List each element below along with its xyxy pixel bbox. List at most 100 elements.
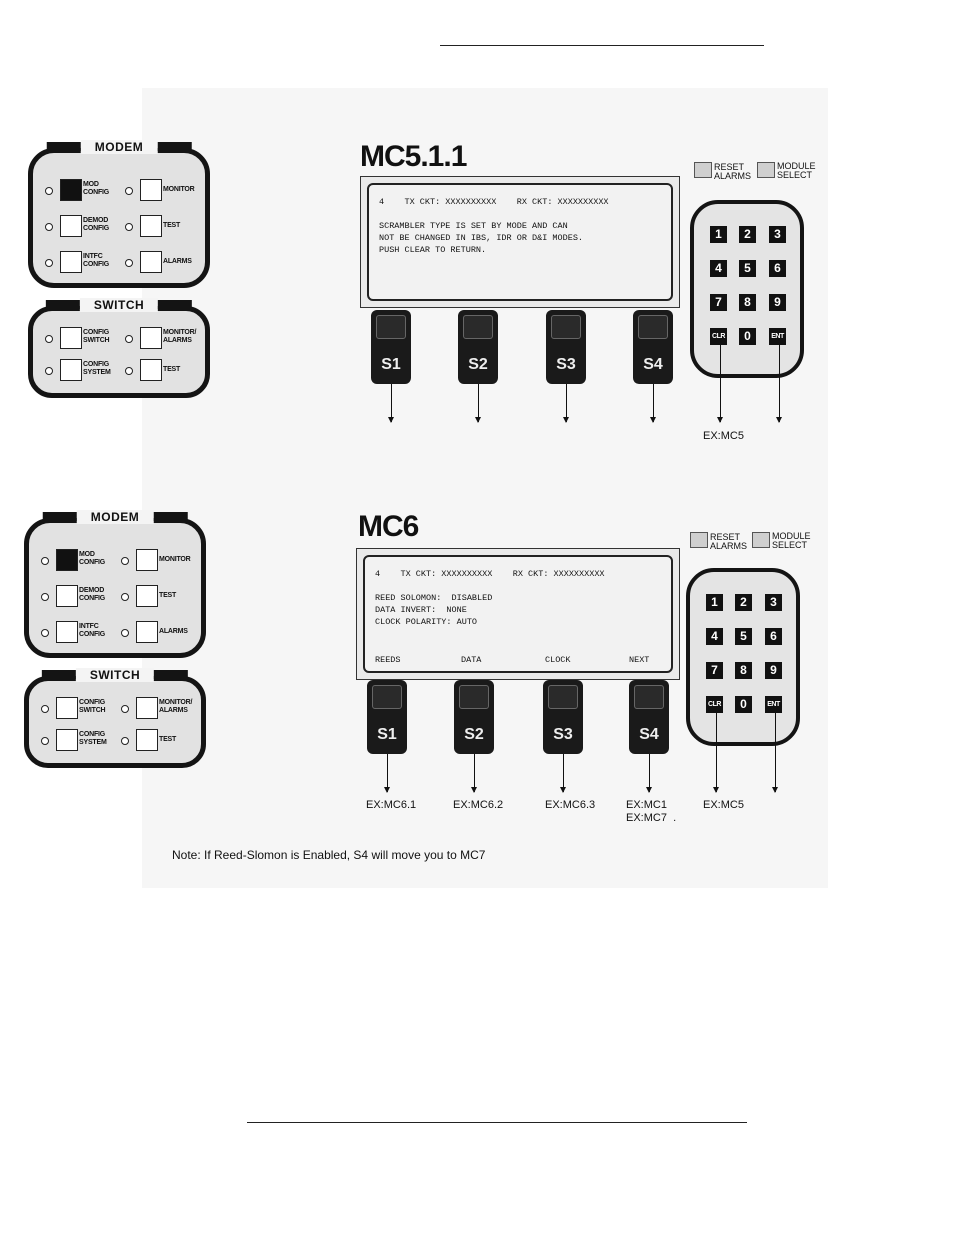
monitor-alarms-button[interactable]: MONITOR/ ALARMS	[121, 697, 241, 721]
led-indicator	[121, 737, 129, 745]
config-system-button[interactable]: CONFIG SYSTEM	[45, 359, 165, 383]
key-4[interactable]: 4	[706, 628, 723, 645]
key-9[interactable]: 9	[765, 662, 782, 679]
key-1[interactable]: 1	[710, 226, 727, 243]
monitor-alarms-button[interactable]: MONITOR/ ALARMS	[125, 327, 245, 351]
lcd-line-2: NOT BE CHANGED IN IBS, IDR OR D&I MODES.	[379, 233, 584, 243]
top-rule	[440, 45, 764, 46]
button-square	[60, 327, 82, 349]
switch-title: SWITCH	[45, 298, 193, 312]
key-2[interactable]: 2	[739, 226, 756, 243]
config-system-button[interactable]: CONFIG SYSTEM	[41, 729, 161, 753]
softkey-label: S2	[468, 356, 488, 373]
led-indicator	[125, 187, 133, 195]
arrow-s4	[646, 754, 652, 793]
reset-alarms-label: RESET ALARMS	[714, 162, 752, 181]
key-7[interactable]: 7	[710, 294, 727, 311]
mod-config-button[interactable]: MOD CONFIG	[41, 549, 161, 573]
button-label: INTFC CONFIG	[79, 623, 106, 638]
lcd-softkey-data: DATA	[461, 655, 482, 665]
softkey-label: S1	[377, 726, 397, 743]
key-7[interactable]: 7	[706, 662, 723, 679]
test-button[interactable]: TEST	[125, 215, 245, 239]
key-8[interactable]: 8	[735, 662, 752, 679]
lcd-display: 4 TX CKT: XXXXXXXXXX RX CKT: XXXXXXXXXX …	[363, 555, 673, 673]
numeric-keypad: 1 2 3 4 5 6 7 8 9 CLR 0 ENT	[690, 200, 804, 378]
button-label: TEST	[163, 366, 181, 373]
softkey-s3[interactable]: S3	[546, 310, 586, 384]
lcd-softkey-next: NEXT	[629, 655, 650, 665]
led-indicator	[41, 593, 49, 601]
key-ent[interactable]: ENT	[765, 696, 782, 713]
modem-box: MODEM MOD CONFIG MONITOR DEMOD CONFIG TE…	[28, 140, 210, 288]
intfc-config-button[interactable]: INTFC CONFIG	[45, 251, 165, 275]
module-select-label: MODULE SELECT	[777, 161, 816, 180]
mod-config-button[interactable]: MOD CONFIG	[45, 179, 165, 203]
exit-label-clr: EX:MC5	[703, 799, 744, 811]
lcd-line-2: DATA INVERT: NONE	[375, 605, 467, 615]
monitor-button[interactable]: MONITOR	[121, 549, 241, 573]
key-ent[interactable]: ENT	[769, 328, 786, 345]
switch-test-button[interactable]: TEST	[121, 729, 241, 753]
softkey-s4[interactable]: S4	[633, 310, 673, 384]
lcd-display: 4 TX CKT: XXXXXXXXXX RX CKT: XXXXXXXXXX …	[367, 183, 673, 301]
switch-test-button[interactable]: TEST	[125, 359, 245, 383]
button-label: MONITOR/ ALARMS	[163, 329, 197, 344]
button-square	[140, 251, 162, 273]
key-8[interactable]: 8	[739, 294, 756, 311]
demod-config-button[interactable]: DEMOD CONFIG	[41, 585, 161, 609]
intfc-config-button[interactable]: INTFC CONFIG	[41, 621, 161, 645]
softkey-s2[interactable]: S2	[458, 310, 498, 384]
key-6[interactable]: 6	[769, 260, 786, 277]
screen-title: MC6	[358, 510, 419, 543]
key-3[interactable]: 3	[769, 226, 786, 243]
softkey-s1[interactable]: S1	[367, 680, 407, 754]
key-4[interactable]: 4	[710, 260, 727, 277]
softkey-s4[interactable]: S4	[629, 680, 669, 754]
key-3[interactable]: 3	[765, 594, 782, 611]
button-square	[60, 215, 82, 237]
key-5[interactable]: 5	[739, 260, 756, 277]
button-square	[136, 621, 158, 643]
key-6[interactable]: 6	[765, 628, 782, 645]
button-label: TEST	[163, 222, 181, 229]
key-0[interactable]: 0	[739, 328, 756, 345]
arrow-ent	[772, 710, 778, 793]
exit-label-s4: EX:MC1 EX:MC7 .	[626, 799, 677, 824]
key-2[interactable]: 2	[735, 594, 752, 611]
modem-title: MODEM	[46, 140, 191, 154]
button-label: DEMOD CONFIG	[79, 587, 106, 602]
led-indicator	[125, 223, 133, 231]
button-square	[136, 585, 158, 607]
softkey-s3[interactable]: S3	[543, 680, 583, 754]
button-square	[136, 729, 158, 751]
key-5[interactable]: 5	[735, 628, 752, 645]
config-switch-button[interactable]: CONFIG SWITCH	[41, 697, 161, 721]
key-1[interactable]: 1	[706, 594, 723, 611]
button-label: DEMOD CONFIG	[83, 217, 110, 232]
key-clr[interactable]: CLR	[710, 328, 727, 345]
button-square	[140, 179, 162, 201]
key-0[interactable]: 0	[735, 696, 752, 713]
alarms-button[interactable]: ALARMS	[121, 621, 241, 645]
softkey-label: S4	[643, 356, 663, 373]
key-9[interactable]: 9	[769, 294, 786, 311]
button-label: MONITOR	[159, 556, 191, 563]
lcd-line-1: SCRAMBLER TYPE IS SET BY MODE AND CAN	[379, 221, 568, 231]
alarms-button[interactable]: ALARMS	[125, 251, 245, 275]
config-switch-button[interactable]: CONFIG SWITCH	[45, 327, 165, 351]
note-text: Note: If Reed-Slomon is Enabled, S4 will…	[172, 848, 486, 862]
key-clr[interactable]: CLR	[706, 696, 723, 713]
monitor-button[interactable]: MONITOR	[125, 179, 245, 203]
button-label: CONFIG SYSTEM	[79, 731, 107, 746]
numeric-keypad: 1 2 3 4 5 6 7 8 9 CLR 0 ENT	[686, 568, 800, 746]
softkey-label: S1	[381, 356, 401, 373]
lcd-frame: 4 TX CKT: XXXXXXXXXX RX CKT: XXXXXXXXXX …	[360, 176, 680, 308]
softkey-label: S3	[556, 356, 576, 373]
lcd-line-1: REED SOLOMON: DISABLED	[375, 593, 493, 603]
softkey-s2[interactable]: S2	[454, 680, 494, 754]
test-button[interactable]: TEST	[121, 585, 241, 609]
demod-config-button[interactable]: DEMOD CONFIG	[45, 215, 165, 239]
arrow-s3	[563, 384, 569, 423]
softkey-s1[interactable]: S1	[371, 310, 411, 384]
